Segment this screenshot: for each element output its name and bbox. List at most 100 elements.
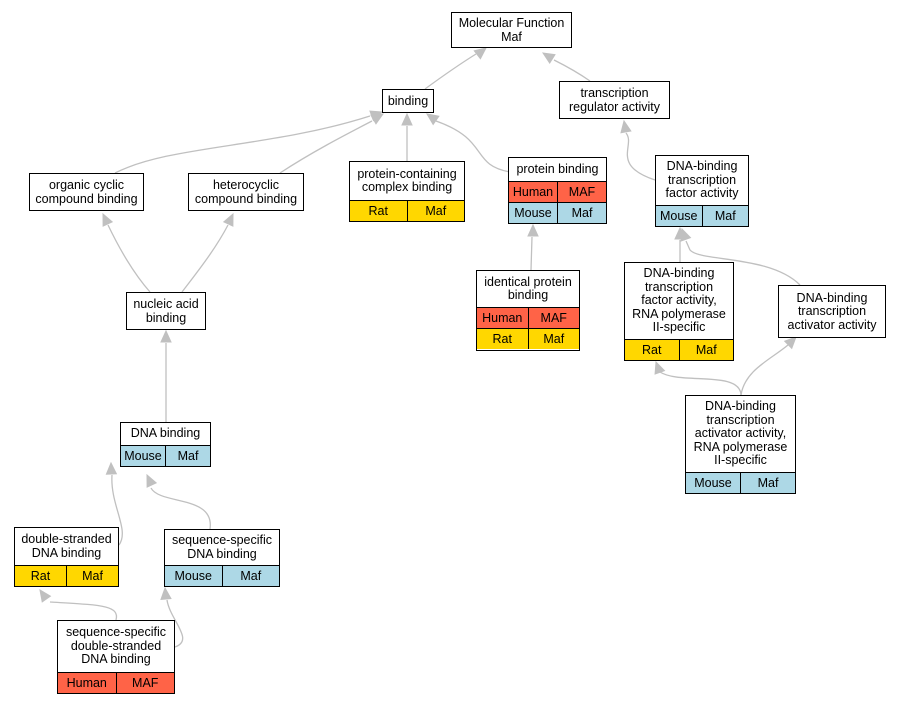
go-term-node-mf[interactable]: Molecular Function Maf bbox=[451, 12, 572, 48]
edge-nab-to-hcb bbox=[181, 212, 234, 293]
go-term-label: DNA binding bbox=[130, 426, 201, 441]
arrowhead-icon bbox=[541, 52, 556, 64]
species-cell: Mouse bbox=[124, 449, 162, 463]
species-cell: Rat bbox=[368, 204, 388, 218]
edge-line bbox=[279, 120, 373, 174]
go-term-label: sequence-specific double-stranded DNA bi… bbox=[65, 625, 167, 667]
edge-hcb-to-binding bbox=[279, 113, 385, 174]
edge-dbtaa-rnap-to-dbtfa-rnap bbox=[654, 360, 742, 396]
go-term-node-hcb[interactable]: heterocyclic compound binding bbox=[188, 173, 304, 211]
annotation-row: Rat Maf bbox=[625, 339, 733, 360]
go-term-node-dbtaa-rnap[interactable]: DNA-binding transcription activator acti… bbox=[685, 395, 796, 494]
go-term-label: Molecular Function Maf bbox=[458, 16, 565, 44]
go-term-label: DNA-binding transcription factor activit… bbox=[632, 266, 726, 335]
edge-ssdsdb-to-dsdb bbox=[39, 589, 118, 621]
go-term-label: protein binding bbox=[516, 161, 599, 176]
edge-line bbox=[114, 115, 371, 174]
gene-cell: Maf bbox=[701, 206, 749, 226]
edge-dsdb-to-dnab bbox=[105, 461, 123, 546]
go-term-node-ssdsdb[interactable]: sequence-specific double-stranded DNA bi… bbox=[57, 620, 175, 694]
arrowhead-icon bbox=[160, 586, 172, 600]
go-term-label: DNA-binding transcription activator acti… bbox=[787, 290, 877, 332]
species-cell: Human bbox=[482, 311, 523, 325]
go-term-node-binding[interactable]: binding bbox=[382, 89, 434, 113]
go-term-node-ocb[interactable]: organic cyclic compound binding bbox=[29, 173, 144, 211]
gene-cell: Maf bbox=[66, 566, 118, 586]
edge-trans-reg-to-mf bbox=[541, 52, 591, 82]
edge-binding-to-mf bbox=[424, 47, 487, 90]
arrowhead-icon bbox=[401, 112, 413, 126]
go-term-label: transcription regulator activity bbox=[568, 86, 660, 114]
go-term-node-trans-reg[interactable]: transcription regulator activity bbox=[559, 81, 670, 119]
arrowhead-icon bbox=[105, 461, 118, 475]
go-term-node-nab[interactable]: nucleic acid binding bbox=[126, 292, 206, 330]
go-term-label: nucleic acid binding bbox=[133, 297, 199, 325]
edge-line bbox=[740, 344, 789, 396]
edge-line bbox=[435, 120, 511, 173]
edge-dbtfa-to-trans-reg bbox=[620, 119, 656, 181]
edge-line bbox=[49, 601, 118, 621]
arrowhead-icon bbox=[370, 113, 385, 125]
go-term-label: organic cyclic compound binding bbox=[35, 178, 138, 206]
species-cell: Human bbox=[66, 676, 107, 690]
edge-line bbox=[659, 371, 742, 396]
species-cell: Rat bbox=[642, 343, 662, 357]
gene-cell: Maf bbox=[527, 329, 580, 349]
annotation-row: Human MAF bbox=[58, 672, 174, 693]
go-term-label: binding bbox=[387, 93, 429, 108]
edge-ocb-to-binding bbox=[114, 110, 384, 174]
arrowhead-icon bbox=[654, 360, 666, 375]
edge-line bbox=[181, 224, 229, 293]
go-term-node-dbtfa[interactable]: DNA-binding transcription factor activit… bbox=[655, 155, 749, 227]
go-term-label: double-stranded DNA binding bbox=[21, 532, 112, 560]
go-term-label: DNA-binding transcription activator acti… bbox=[693, 399, 788, 468]
edge-dbtaa-rnap-to-dbtaa bbox=[740, 336, 797, 396]
edge-dnab-to-nab bbox=[160, 329, 172, 422]
annotation-row: Rat Maf bbox=[15, 565, 118, 586]
edge-nab-to-ocb bbox=[102, 212, 151, 293]
go-term-node-dbtfa-rnap[interactable]: DNA-binding transcription factor activit… bbox=[624, 262, 734, 361]
species-cell: Mouse bbox=[174, 569, 213, 583]
arrowhead-icon bbox=[620, 119, 632, 134]
go-term-label: identical protein binding bbox=[484, 274, 572, 302]
species-cell: Mouse bbox=[694, 476, 732, 490]
arrowhead-icon bbox=[783, 336, 797, 350]
gene-cell: Maf bbox=[678, 340, 734, 360]
edge-line bbox=[107, 224, 151, 293]
gene-cell: MAF bbox=[527, 308, 580, 328]
arrowhead-icon bbox=[527, 223, 539, 237]
species-cell: Mouse bbox=[514, 206, 552, 220]
gene-cell: Maf bbox=[740, 473, 795, 493]
edge-ssdb-to-dnab bbox=[146, 473, 211, 530]
edge-line bbox=[625, 132, 656, 181]
species-cell: Rat bbox=[30, 569, 51, 583]
annotation-row: Human MAF bbox=[477, 307, 579, 328]
edge-ssdsdb-to-ssdb bbox=[160, 586, 184, 648]
edge-pb-to-binding bbox=[426, 113, 511, 173]
species-cell: Human bbox=[512, 185, 554, 199]
edge-ipb-to-pb bbox=[527, 223, 539, 271]
gene-cell: MAF bbox=[115, 673, 175, 693]
edge-line bbox=[685, 240, 801, 286]
go-term-node-dbtaa[interactable]: DNA-binding transcription activator acti… bbox=[778, 285, 886, 338]
edge-line bbox=[553, 59, 591, 82]
gene-cell: Maf bbox=[221, 566, 280, 586]
gene-cell: Maf bbox=[165, 446, 210, 466]
edge-line bbox=[530, 236, 533, 271]
edge-line bbox=[166, 599, 184, 648]
arrowhead-icon bbox=[222, 212, 234, 227]
go-term-label: DNA-binding transcription factor activit… bbox=[665, 159, 739, 201]
